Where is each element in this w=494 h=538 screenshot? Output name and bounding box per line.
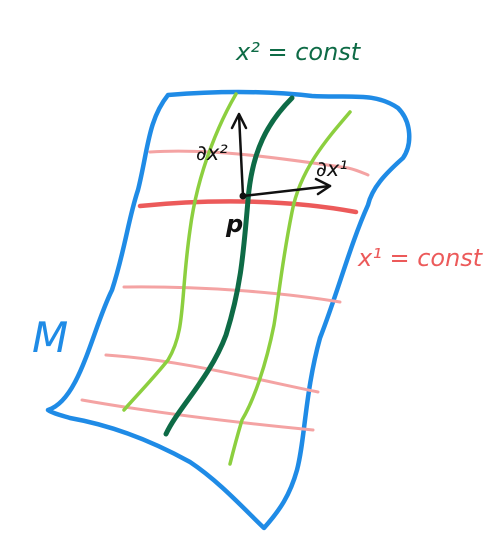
x1-coordinate-line-1 xyxy=(148,149,370,177)
x2-const-label: x² = const xyxy=(235,38,362,66)
point-p-marker xyxy=(239,192,247,200)
x2-coordinate-line-through-p xyxy=(163,95,295,437)
x1-coordinate-line-through-p xyxy=(137,199,359,215)
arrowhead-up-icon xyxy=(230,112,248,130)
x1-coordinate-line-4 xyxy=(104,353,320,394)
x1-coordinate-line-5 xyxy=(80,398,315,432)
manifold-label: M xyxy=(32,313,68,362)
tangent-vector-d-x2 xyxy=(237,113,245,198)
point-p-label: p xyxy=(225,210,243,238)
x1-const-label: x¹ = const xyxy=(357,244,484,272)
x2-coordinate-line-1 xyxy=(122,92,238,412)
d-x2-label: ∂x² xyxy=(196,141,228,165)
arrowhead-right-icon xyxy=(314,177,332,196)
tangent-vector-d-x1 xyxy=(241,184,332,198)
d-x1-label: ∂x¹ xyxy=(316,157,348,181)
x2-coordinate-line-3 xyxy=(228,110,352,466)
manifold-surface-outline xyxy=(45,89,412,531)
x1-coordinate-line-3 xyxy=(122,285,342,304)
